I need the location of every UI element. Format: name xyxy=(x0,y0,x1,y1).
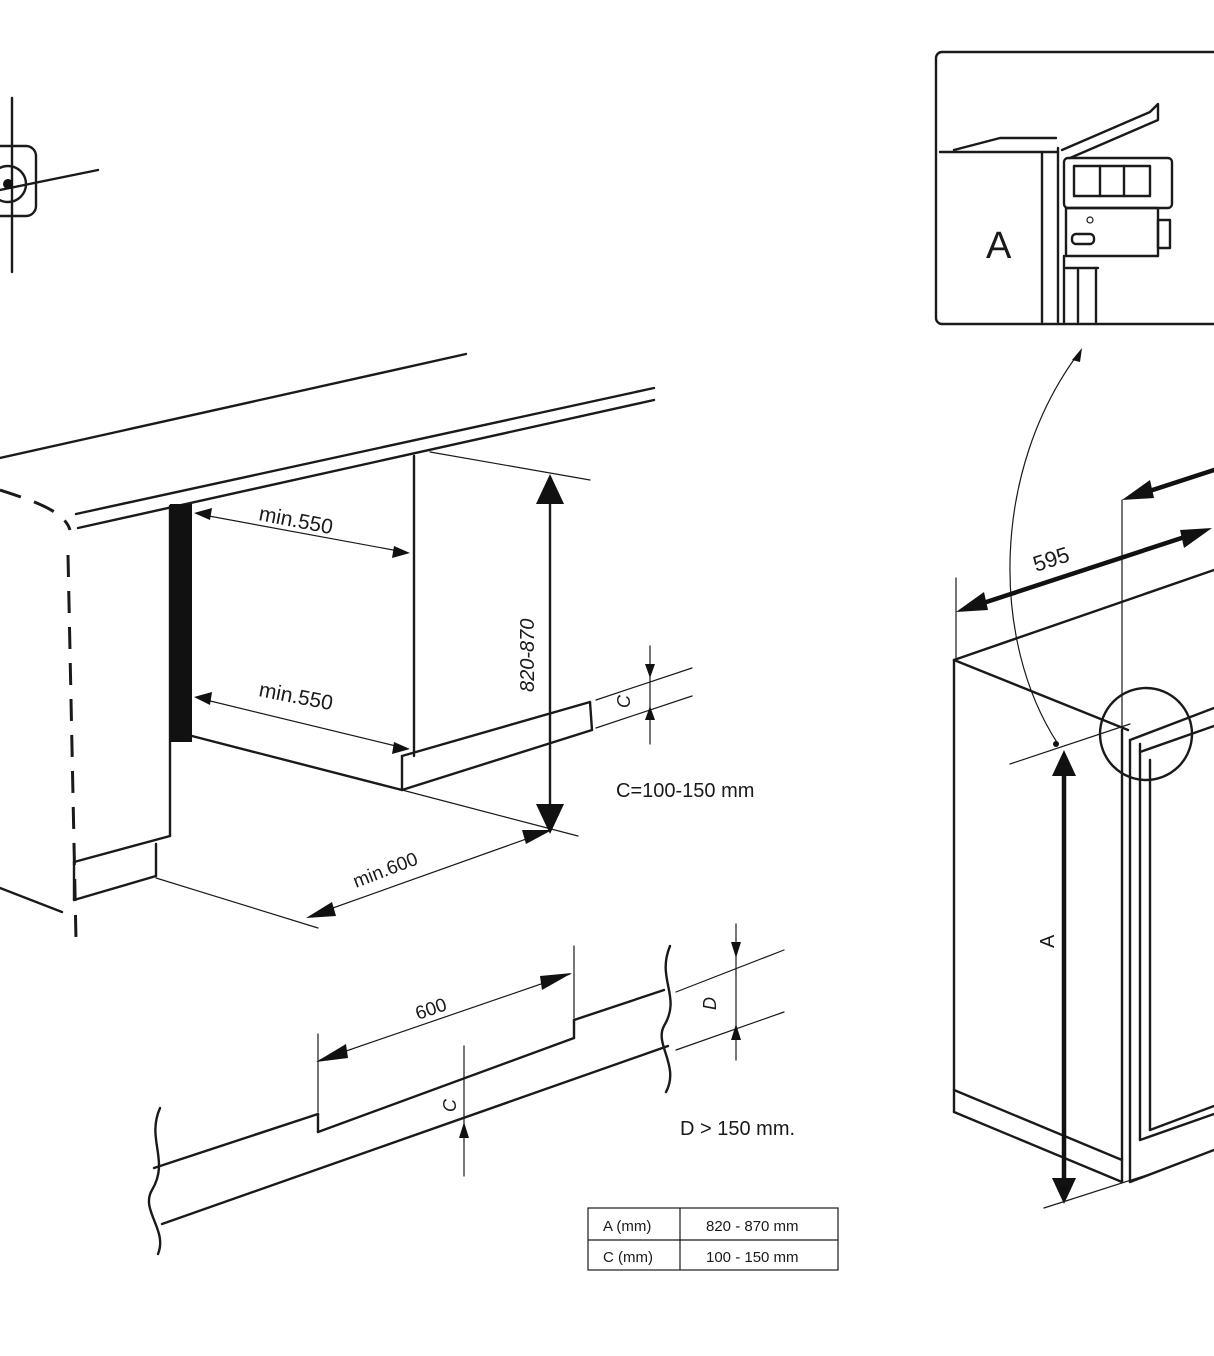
niche-drawing: min.550 min.550 820-870 C C=100-150 mm m… xyxy=(0,352,754,941)
detail-a-label: A xyxy=(986,225,1012,267)
d-value-label: D > 150 mm. xyxy=(680,1118,795,1140)
min-600-label: min.600 xyxy=(350,849,421,893)
c-mark-label: C xyxy=(614,694,634,708)
spec-table: A (mm) 820 - 870 mm C (mm) 100 - 150 mm xyxy=(587,1207,839,1271)
c-value-label: C=100-150 mm xyxy=(616,780,754,802)
min-550-top-label: min.550 xyxy=(257,502,335,539)
a-mark-label: A xyxy=(1037,934,1059,948)
min-550-bottom-label: min.550 xyxy=(257,678,335,715)
plinth-600-label: 600 xyxy=(413,995,450,1025)
c-mark-plinth-label: C xyxy=(440,1098,460,1112)
table-row-c-value: 100 - 150 mm xyxy=(706,1249,799,1266)
table-row-a-param: A (mm) xyxy=(603,1218,651,1235)
width-595-label: 595 xyxy=(1030,542,1073,577)
appliance-drawing: 595 A xyxy=(952,467,1214,1209)
table-row-c-param: C (mm) xyxy=(603,1249,653,1266)
d-mark-label: D xyxy=(700,997,720,1010)
detail-inset: A xyxy=(934,50,1214,326)
socket-symbol xyxy=(0,96,100,274)
height-820-870-label: 820-870 xyxy=(517,619,539,692)
plinth-drawing: 600 D C D > 150 mm. xyxy=(147,923,795,1256)
detail-pointer xyxy=(1009,348,1082,747)
table-row-a-value: 820 - 870 mm xyxy=(706,1218,799,1235)
